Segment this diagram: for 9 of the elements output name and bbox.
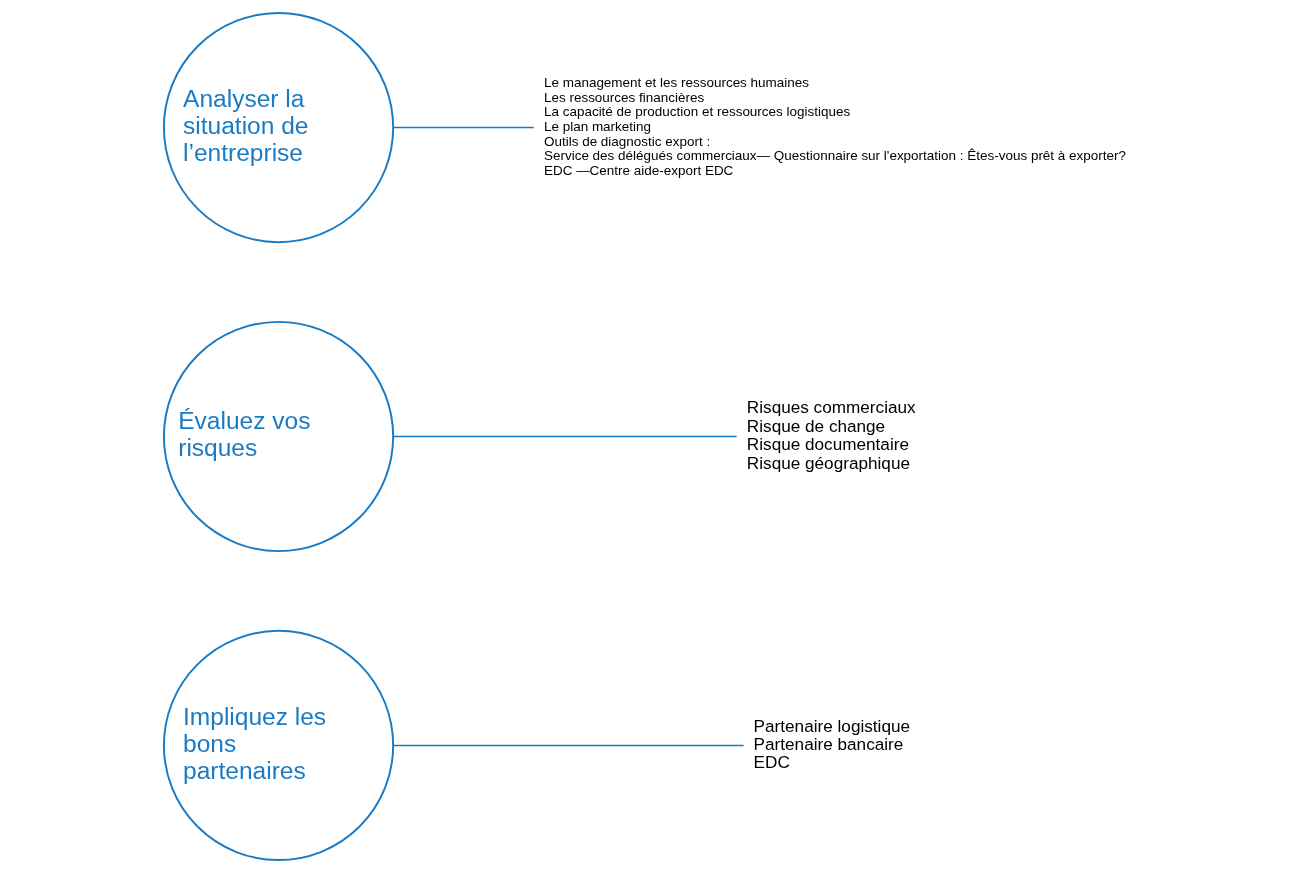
node-text: Le management et les ressources humaines Les ressources financières La capacité de production et ressources logistiques Le plan marketing Outils de diagnostic export : Service des délégués commerciaux— Questionnaire sur l'exportation : Êtes-vous prêt à exporter? EDC —Centre aide-export EDC <box>543 74 1126 179</box>
connector <box>392 744 745 747</box>
connector <box>392 435 738 438</box>
node-circle: Impliquez les bons partenaires <box>162 629 395 862</box>
node-circle: Évaluez vos risques <box>162 320 395 553</box>
node-text: Partenaire logistique Partenaire bancaire EDC <box>753 715 911 773</box>
connector <box>392 126 535 129</box>
node-circle: Analyser la situation de l’entreprise <box>162 11 395 244</box>
node-text: Risques commerciaux Risque de change Risque documentaire Risque géographique <box>746 397 916 473</box>
